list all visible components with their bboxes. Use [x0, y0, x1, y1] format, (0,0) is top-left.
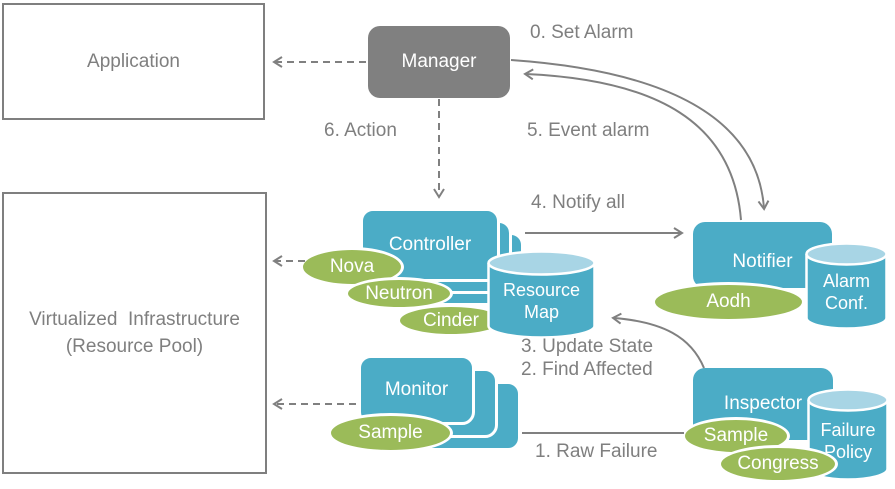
cinder-label: Cinder: [423, 309, 479, 331]
resource-map-cylinder: Resource Map: [487, 250, 596, 339]
step-2-label: 2. Find Affected: [521, 359, 653, 380]
neutron-ellipse: Neutron: [345, 277, 453, 310]
step-6-label: 6. Action: [324, 120, 397, 141]
resource-map-label: Resource Map: [502, 279, 581, 322]
aodh-ellipse: Aodh: [652, 282, 805, 322]
alarm-conf-label: Alarm Conf.: [822, 271, 870, 313]
sample-monitor-label: Sample: [358, 422, 423, 443]
cylinder-shape: [487, 250, 596, 339]
failure-policy-label: Failure Policy: [820, 420, 876, 462]
neutron-label: Neutron: [365, 282, 433, 304]
virtualized-infrastructure-box: Virtualized Infrastructure (Resource Poo…: [2, 192, 267, 474]
controller-label: Controller: [388, 234, 472, 255]
inspector-label: Inspector: [723, 393, 803, 414]
congress-ellipse: Congress: [718, 445, 838, 483]
cylinder-shape: [805, 242, 888, 330]
step-0-label: 0. Set Alarm: [530, 22, 634, 43]
notifier-label: Notifier: [732, 251, 793, 272]
sample-monitor-ellipse: Sample: [328, 413, 453, 453]
congress-label: Congress: [737, 453, 819, 474]
step-5-label: 5. Event alarm: [527, 120, 650, 141]
step-4-label: 4. Notify all: [531, 192, 625, 213]
application-box: Application: [2, 3, 265, 120]
step-3-label: 3. Update State: [521, 336, 654, 357]
sample-inspector-label: Sample: [703, 425, 769, 446]
step-1-label: 1. Raw Failure: [535, 441, 658, 462]
cinder-ellipse: Cinder: [397, 304, 505, 337]
aodh-label: Aodh: [706, 291, 751, 312]
application-label: Application: [87, 51, 180, 72]
sample-inspector-ellipse: Sample: [682, 417, 790, 455]
monitor-label: Monitor: [384, 379, 449, 400]
manager-label: Manager: [401, 51, 477, 72]
nova-label: Nova: [329, 256, 375, 277]
virtualized-infrastructure-label: Virtualized Infrastructure (Resource Poo…: [29, 309, 240, 357]
alarm-conf-cylinder: Alarm Conf.: [805, 242, 888, 330]
manager-box: Manager: [368, 26, 510, 98]
